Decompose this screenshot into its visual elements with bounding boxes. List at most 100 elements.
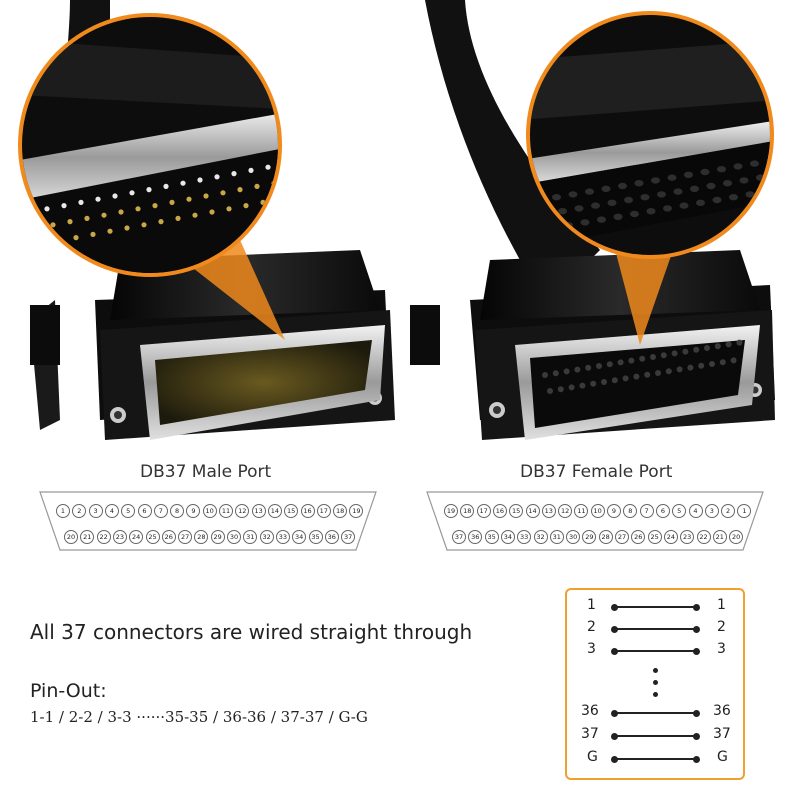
pin: 2 [721,504,736,518]
female-socket-hole [665,368,672,375]
female-socket-hole [676,366,683,373]
magnified-pin [90,231,96,237]
magnified-pin [226,206,232,212]
wire-right-label: 2 [717,619,726,635]
pin: 4 [104,504,119,518]
pin: 18 [333,504,348,518]
magnified-pin [118,209,124,215]
magnified-pin [277,196,278,202]
female-socket-hole [633,373,640,380]
wire-dot [693,755,700,763]
wire-line [615,606,695,608]
pin: 20 [64,530,78,544]
wired-description: All 37 connectors are wired straight thr… [30,620,473,644]
wire-right-label: 36 [713,703,731,719]
pin: 37 [452,530,466,544]
pin: 14 [525,504,540,518]
male-connector [30,250,395,440]
female-socket-hole [714,343,721,350]
pin: 29 [210,530,225,544]
magnified-pin [39,241,45,247]
pin: 12 [235,504,250,518]
magnified-hole [700,168,710,176]
male-pinout-outline [39,491,377,551]
magnified-pin [265,164,271,170]
female-pinout-outline [426,491,764,551]
magnified-pin [44,206,50,212]
magnified-hole [712,196,722,204]
pin: 11 [574,504,589,518]
magnified-hole [624,196,633,204]
magnified-pin [27,209,33,215]
magnified-hole [663,205,672,212]
pin: 8 [170,504,185,518]
ellipsis-dot [653,668,658,673]
female-connector [410,250,775,440]
pin: 27 [615,530,629,544]
female-socket-hole [628,357,635,364]
pin: 1 [56,504,70,518]
pin: 11 [219,504,233,518]
pin: 6 [655,504,670,518]
wire-line [615,628,695,630]
wire-left-label: 36 [581,703,599,719]
pin: 37 [341,530,356,544]
magnified-pin [78,199,84,205]
wire-dot [611,732,618,740]
pin: 32 [533,530,548,544]
female-socket-hole [639,355,646,362]
magnified-hole [552,194,561,201]
pin: 8 [623,504,638,518]
pin: 7 [639,504,654,518]
wire-left-label: 3 [587,641,596,657]
magnified-hole [733,163,743,170]
female-socket-hole [687,364,694,371]
wire-line [615,650,695,652]
magnified-pin [214,174,220,180]
pin: 21 [712,530,727,544]
male-magnifier [18,13,282,277]
pin: 16 [300,504,315,518]
female-socket-hole [574,366,581,373]
magnified-pin [73,235,79,241]
female-socket-hole [547,388,553,394]
magnified-pin [84,215,90,221]
magnified-hole [601,185,611,192]
female-socket-hole [542,372,548,378]
magnified-pin [209,209,215,215]
female-socket-hole [622,375,629,382]
wire-dot [611,755,618,763]
wire-left-label: G [587,749,598,765]
pin: 22 [96,530,111,544]
magnified-pin [243,203,249,209]
female-socket-hole [617,359,624,366]
pin: 31 [549,530,564,544]
male-port-label: DB37 Male Port [140,462,272,482]
female-socket-hole [568,384,575,391]
pin: 18 [460,504,475,518]
pin: 25 [647,530,662,544]
ellipsis-dot [653,692,658,697]
magnified-hole [574,205,584,212]
pin: 23 [680,530,695,544]
wire-right-label: G [717,749,728,765]
magnified-hole [696,199,705,206]
female-callout [610,230,680,345]
pin: 35 [308,530,323,544]
wire-left-label: 1 [587,597,596,613]
pin: 21 [80,530,95,544]
magnified-pin [186,196,192,202]
pin: 24 [129,530,144,544]
pinout-title: Pin-Out: [30,680,107,702]
magnified-hole [618,182,627,190]
magnified-hole [597,216,606,223]
magnified-hole [646,208,656,215]
female-socket-hole [709,361,715,367]
female-socket-hole [552,370,559,377]
female-socket-hole [585,364,592,371]
pin: 5 [121,504,136,518]
magnified-pin [220,190,226,196]
wire-dot [693,709,700,717]
pin: 16 [492,504,507,518]
